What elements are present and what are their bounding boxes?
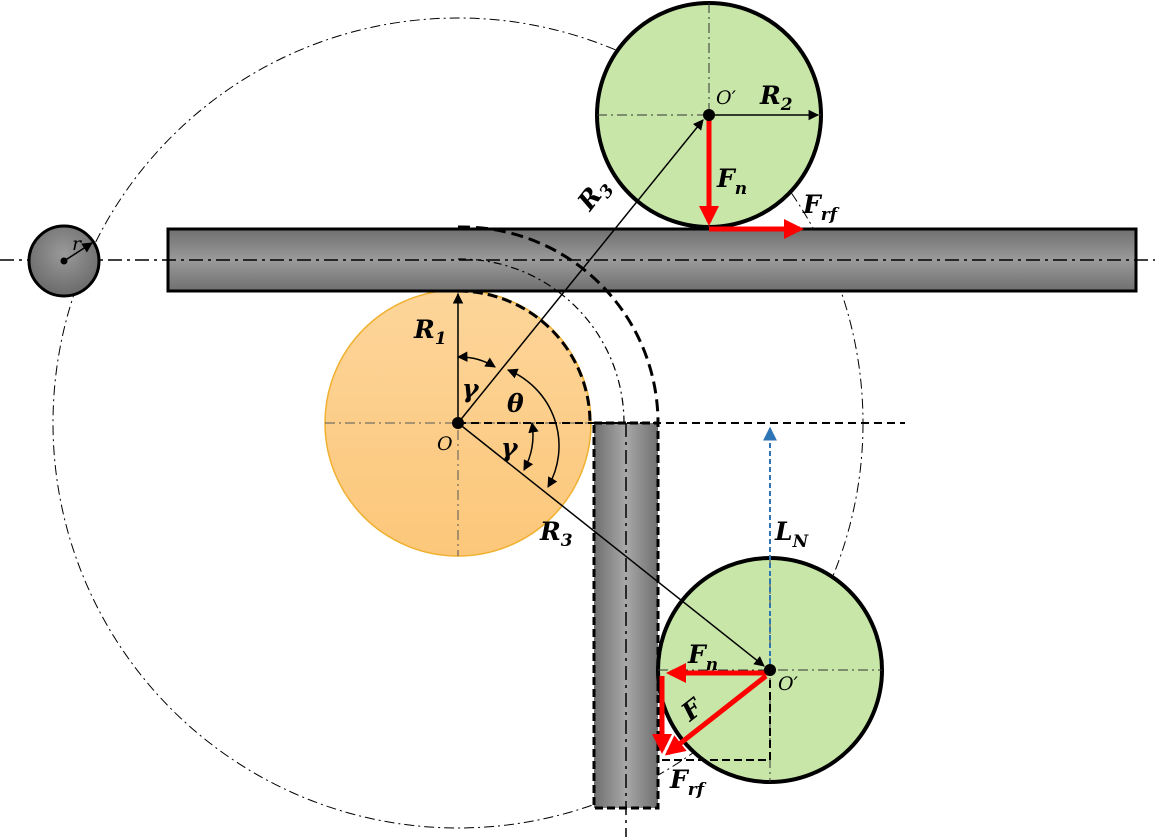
label-O-prime-top: O′ bbox=[716, 87, 737, 109]
label-O: O bbox=[437, 433, 453, 455]
bend-center bbox=[452, 417, 464, 429]
bend-arc-outer bbox=[457, 225, 660, 424]
bottom-roller-center bbox=[764, 664, 776, 676]
label-theta: θ bbox=[507, 389, 524, 418]
label-R2: R2 bbox=[759, 81, 793, 115]
gamma-top-arc bbox=[456, 351, 496, 368]
label-R3-top: R3 bbox=[571, 172, 619, 220]
label-O-prime-bottom: O′ bbox=[778, 673, 799, 695]
label-r: r bbox=[72, 233, 83, 255]
theta-arc bbox=[507, 368, 560, 488]
gamma-bottom-arc bbox=[523, 421, 539, 471]
label-Fn-bottom: Fn bbox=[687, 640, 718, 675]
bottom-force-box bbox=[662, 670, 771, 761]
bend-arc-center bbox=[457, 258, 625, 424]
cross-section-center bbox=[60, 257, 68, 265]
label-Fn-top: Fn bbox=[716, 164, 747, 199]
label-Frf-bottom: Frf bbox=[669, 765, 707, 800]
F-resultant-arrow bbox=[664, 674, 768, 756]
label-gamma-top: γ bbox=[462, 374, 480, 403]
label-R1: R1 bbox=[413, 315, 447, 349]
label-gamma-bottom: γ bbox=[501, 433, 519, 462]
top-roller-center bbox=[703, 109, 715, 121]
label-R3-bottom: R3 bbox=[539, 517, 573, 551]
R3-line-top bbox=[457, 119, 704, 424]
cross-section-radius bbox=[63, 242, 93, 262]
label-Frf-top: Frf bbox=[802, 190, 840, 225]
label-LN: LN bbox=[774, 517, 810, 552]
